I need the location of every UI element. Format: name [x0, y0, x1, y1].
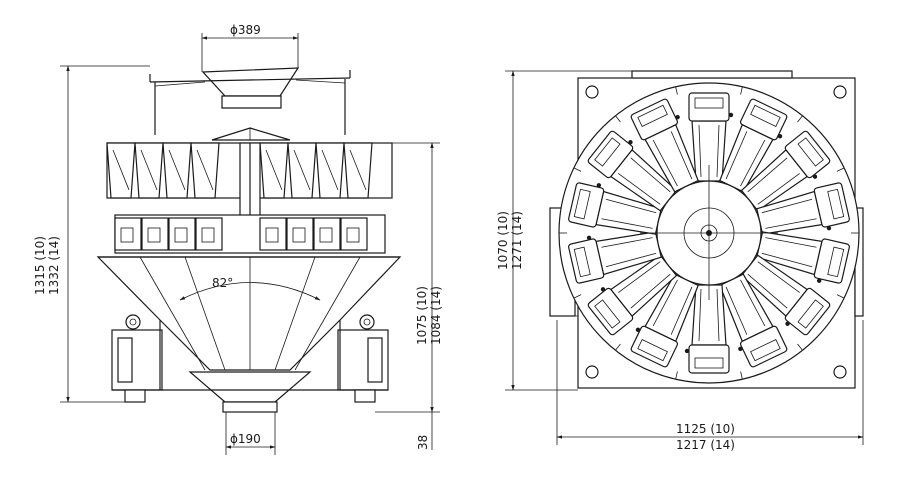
left-height-dimension: 1315 (10) 1332 (14): [33, 65, 150, 403]
top-view-width-dimension: 1125 (10) 1217 (14): [556, 320, 864, 452]
left-height-line1: 1315 (10): [33, 236, 47, 295]
lower-bucket: [168, 217, 196, 251]
lower-bucket: [114, 217, 142, 251]
lower-bucket: [340, 217, 368, 251]
left-height-line2: 1332 (14): [47, 236, 61, 295]
discharge-diameter-dimension: ϕ190: [225, 412, 276, 455]
discharge-diameter-label: ϕ190: [230, 432, 261, 446]
central-hub: [640, 165, 778, 300]
top-diameter-dimension: ϕ389: [201, 23, 299, 72]
bottom-offset-label: 38: [416, 435, 430, 450]
distribution-cone: [211, 127, 291, 141]
top-view: 1070 (10) 1271 (14) 1125 (10) 1217 (14): [496, 70, 864, 452]
right-height-line1: 1075 (10): [415, 286, 429, 345]
lower-bucket: [286, 217, 314, 251]
upper-bucket-row: [106, 142, 393, 250]
radial-bucket: [688, 86, 743, 182]
lower-bucket-row: [114, 214, 386, 254]
top-view-height-dimension: 1070 (10) 1271 (14): [496, 70, 632, 391]
radial-bucket: [719, 273, 788, 380]
radial-bucket: [740, 130, 845, 212]
base-frame: [111, 314, 389, 403]
top-diameter-label: ϕ389: [230, 23, 261, 37]
right-height-line2: 1084 (14): [429, 286, 443, 345]
radial-bucket: [630, 86, 699, 193]
top-view-height-line2: 1271 (14): [510, 211, 524, 270]
right-height-dimension: 1075 (10) 1084 (14) 38: [375, 142, 443, 450]
top-hopper: [149, 67, 351, 135]
radial-bucket: [587, 115, 678, 212]
radial-bucket: [558, 231, 662, 284]
radial-bucket: [615, 273, 699, 368]
radial-bucket: [573, 254, 678, 336]
angle-label: 82°: [212, 276, 233, 290]
front-view: ϕ389: [33, 23, 443, 455]
top-view-width-line2: 1217 (14): [676, 438, 735, 452]
radial-bucket: [756, 231, 850, 299]
top-view-width-line1: 1125 (10): [676, 422, 735, 436]
radial-bucket: [740, 254, 831, 351]
lower-bucket: [141, 217, 169, 251]
top-view-height-line1: 1070 (10): [496, 211, 510, 270]
lower-bucket: [313, 217, 341, 251]
radial-bucket: [675, 284, 730, 380]
collecting-chute: 82°: [96, 256, 402, 413]
lower-bucket: [259, 217, 287, 251]
radial-bucket: [568, 167, 662, 235]
lower-bucket: [195, 217, 223, 251]
